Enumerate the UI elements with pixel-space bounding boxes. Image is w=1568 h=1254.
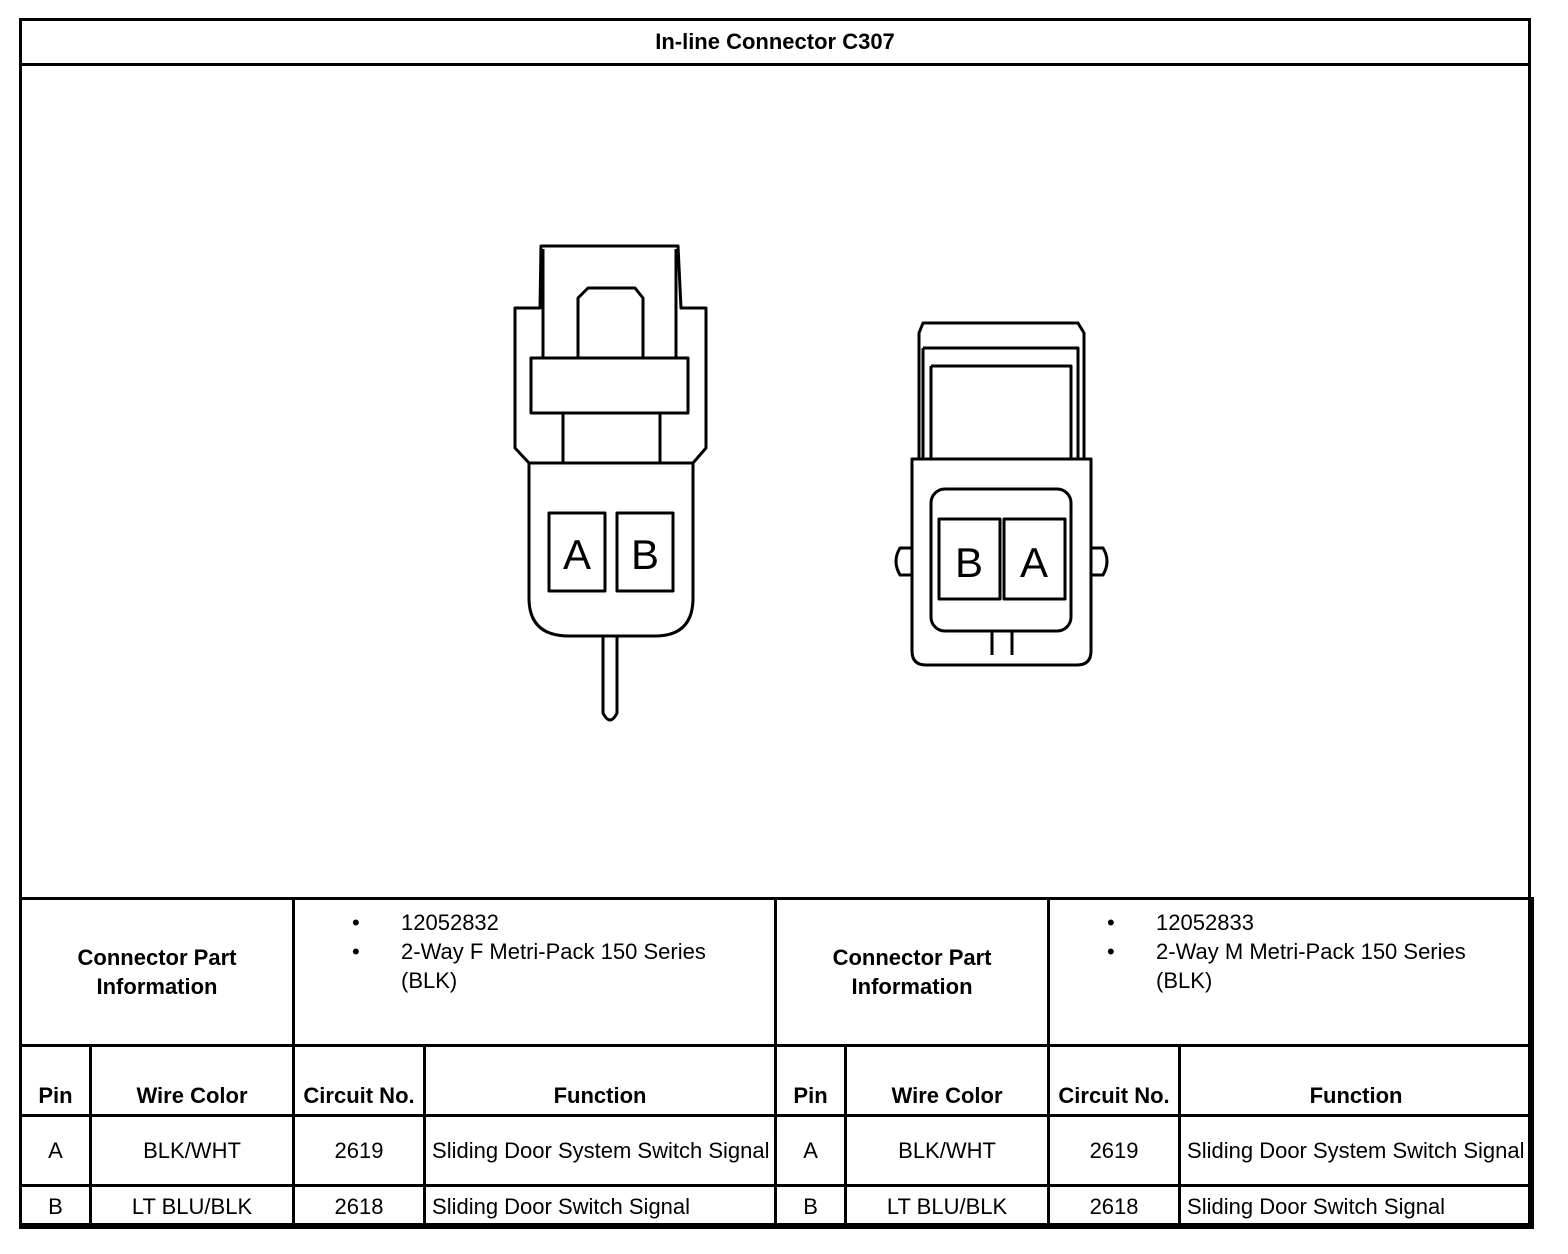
pin-cell: A [19, 1114, 92, 1187]
part-info-label: Connector Part Information [774, 897, 1051, 1047]
pin-cell: B [774, 1184, 848, 1229]
female-pin-label-2: B [631, 531, 659, 578]
circuit-cell: 2618 [1047, 1184, 1182, 1229]
female-pin-label-1: A [563, 531, 591, 578]
circuit-cell: 2619 [292, 1114, 427, 1187]
diagram-title: In-line Connector C307 [22, 21, 1528, 66]
column-header-function: Function [1178, 1044, 1535, 1117]
wire-color-cell: BLK/WHT [88, 1114, 296, 1187]
table-row: B LT BLU/BLK 2618 Sliding Door Switch Si… [19, 1184, 1535, 1229]
male-pin-label-1: B [955, 539, 983, 586]
column-header-circuit: Circuit No. [1047, 1044, 1182, 1117]
pin-cell: B [19, 1184, 92, 1229]
function-cell: Sliding Door System Switch Signal [1178, 1114, 1535, 1187]
function-cell: Sliding Door Switch Signal [1178, 1184, 1535, 1229]
pin-cell: A [774, 1114, 848, 1187]
female-connector [513, 244, 708, 722]
connector-info-table: Connector Part Information 12052832 2-Wa… [18, 897, 1535, 1229]
column-header-pin: Pin [19, 1044, 92, 1117]
wire-color-cell: LT BLU/BLK [88, 1184, 296, 1229]
diagram-frame: In-line Connector C307 [18, 18, 1535, 1229]
function-cell: Sliding Door Switch Signal [423, 1184, 778, 1229]
column-header-row: Pin Wire Color Circuit No. Function Pin … [19, 1044, 1535, 1117]
connector-drawing: A B B A [22, 66, 1528, 898]
wire-color-cell: LT BLU/BLK [844, 1184, 1051, 1229]
male-connector [894, 321, 1109, 667]
part-info-row: Connector Part Information 12052832 2-Wa… [18, 897, 1535, 1047]
male-pin-label-2: A [1020, 539, 1048, 586]
wire-color-cell: BLK/WHT [844, 1114, 1051, 1187]
column-header-pin: Pin [774, 1044, 848, 1117]
function-cell: Sliding Door System Switch Signal [423, 1114, 778, 1187]
connector-illustration: A B B A [513, 244, 1109, 722]
table-row: A BLK/WHT 2619 Sliding Door System Switc… [19, 1114, 1535, 1187]
column-header-wire-color: Wire Color [88, 1044, 296, 1117]
circuit-cell: 2619 [1047, 1114, 1182, 1187]
column-header-function: Function [423, 1044, 778, 1117]
part-info-label: Connector Part Information [18, 897, 296, 1047]
circuit-cell: 2618 [292, 1184, 427, 1229]
part-number: 12052833 [1050, 908, 1525, 937]
part-info-values: 12052833 2-Way M Metri-Pack 150 Series (… [1047, 897, 1535, 1047]
part-description: 2-Way M Metri-Pack 150 Series (BLK) [1050, 937, 1525, 995]
column-header-wire-color: Wire Color [844, 1044, 1051, 1117]
part-info-values: 12052832 2-Way F Metri-Pack 150 Series (… [292, 897, 778, 1047]
part-number: 12052832 [295, 908, 768, 937]
column-header-circuit: Circuit No. [292, 1044, 427, 1117]
part-description: 2-Way F Metri-Pack 150 Series (BLK) [295, 937, 768, 995]
